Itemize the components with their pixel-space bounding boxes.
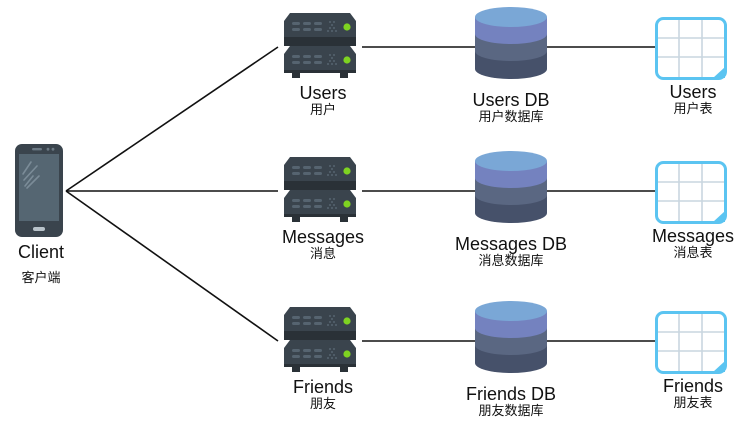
table-label-subtitle: 用户表	[673, 102, 713, 117]
service-label-subtitle: 朋友	[309, 397, 336, 412]
database-icon	[475, 7, 547, 79]
table-label-title: Users	[669, 82, 717, 102]
service-label-title: Users	[299, 83, 347, 103]
table-icon	[655, 311, 727, 374]
database-label-subtitle: 用户数据库	[478, 110, 544, 125]
server-icon	[284, 157, 356, 222]
server-icon	[284, 13, 356, 78]
database-label-title: Friends DB	[465, 384, 557, 404]
table-label-subtitle: 消息表	[673, 246, 713, 261]
database-icon	[475, 151, 547, 223]
database-label-subtitle: 消息数据库	[478, 254, 544, 269]
service-label-title: Friends	[292, 377, 354, 397]
table-icon	[655, 161, 727, 224]
edge-client-to-users	[65, 46, 279, 192]
service-label-title: Messages	[281, 227, 365, 247]
connection-lines	[65, 46, 655, 342]
service-label-subtitle: 用户	[309, 103, 337, 118]
database-label-title: Users DB	[472, 90, 550, 110]
smartphone-icon	[15, 144, 63, 237]
client-label-title: Client	[17, 242, 65, 262]
service-label-subtitle: 消息	[309, 247, 337, 262]
database-label-title: Messages DB	[454, 234, 568, 254]
database-label-subtitle: 朋友数据库	[478, 404, 544, 419]
table-label-title: Friends	[662, 376, 724, 396]
client-label: Client 客户端	[18, 242, 64, 287]
server-icon	[284, 307, 356, 372]
table-label-title: Messages	[651, 226, 735, 246]
table-label-subtitle: 朋友表	[673, 396, 713, 411]
client-label-subtitle: 客户端	[21, 271, 61, 286]
table-icon	[655, 17, 727, 80]
database-icon	[475, 301, 547, 373]
edge-client-to-friends	[65, 190, 279, 342]
